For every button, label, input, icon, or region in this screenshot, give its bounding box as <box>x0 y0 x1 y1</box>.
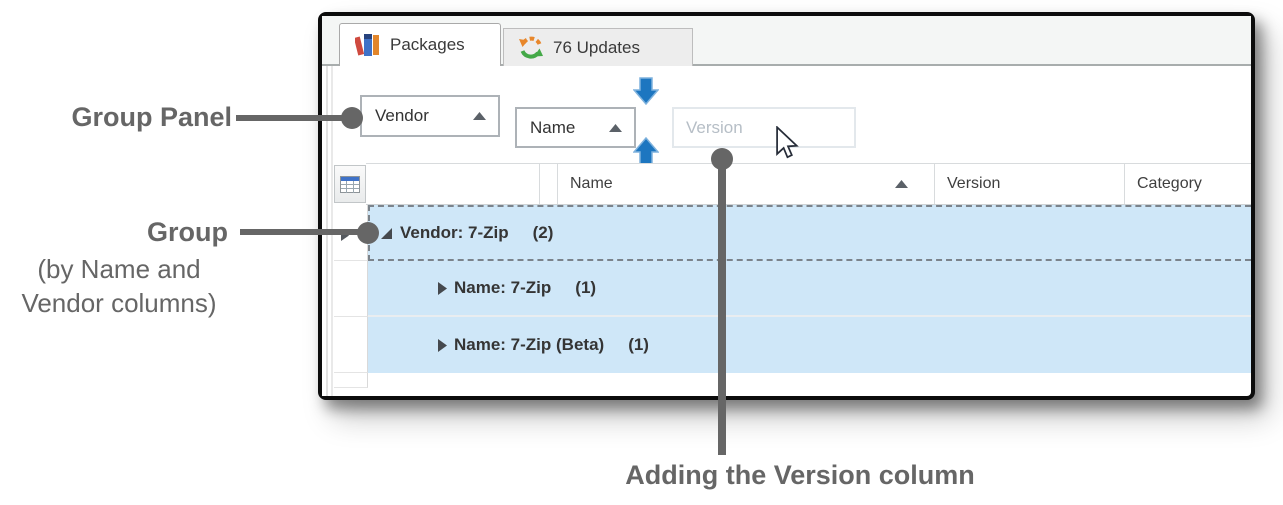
group-row-label: Name: 7-Zip (Beta) <box>454 335 605 354</box>
column-header-version[interactable]: Version <box>935 164 1125 204</box>
dragged-column-version[interactable]: Version <box>672 107 856 148</box>
group-row-count: (1) <box>628 335 649 354</box>
annotation-dot <box>357 222 379 244</box>
mouse-cursor-icon <box>776 126 799 159</box>
row-indicator-cell <box>334 317 368 373</box>
annotation-line <box>718 158 726 455</box>
tab-updates-label: 76 Updates <box>553 37 640 57</box>
annotation-group-subtext-line1: (by Name and <box>37 254 201 284</box>
sort-ascending-icon <box>609 123 622 132</box>
annotation-group-panel: Group Panel <box>71 102 232 132</box>
column-header-name[interactable]: Name <box>558 164 935 204</box>
grid-icon <box>340 175 360 193</box>
column-header-empty-1[interactable] <box>366 164 540 204</box>
annotation-dot <box>341 107 363 129</box>
drop-indicator-up-icon <box>633 137 659 165</box>
group-row-label: Name: 7-Zip <box>454 278 552 297</box>
annotation-group: Group <box>147 217 228 247</box>
annotation-line <box>240 229 368 235</box>
column-header-version-label: Version <box>947 175 1001 192</box>
sort-ascending-icon <box>473 112 486 120</box>
refresh-icon <box>519 36 543 58</box>
annotation-adding-version: Adding the Version column <box>625 460 975 490</box>
annotation-line <box>236 115 352 121</box>
group-row-label: Vendor: 7-Zip <box>400 223 509 242</box>
dragged-column-version-label: Version <box>686 117 743 137</box>
tab-packages-label: Packages <box>390 35 465 54</box>
column-header-category-label: Category <box>1137 175 1202 192</box>
column-header-row: Name Version Category <box>366 163 1251 205</box>
group-button-name-label: Name <box>530 117 576 137</box>
group-row-count: (1) <box>575 278 597 297</box>
column-chooser-button[interactable] <box>334 165 366 203</box>
group-button-vendor-label: Vendor <box>375 106 429 125</box>
annotation-dot <box>711 148 733 170</box>
column-header-name-label: Name <box>570 175 613 192</box>
group-row-name-7zip-beta[interactable]: Name: 7-Zip (Beta) (1) <box>334 317 1251 373</box>
group-row-count: (2) <box>532 223 554 242</box>
tab-updates[interactable]: 76 Updates <box>503 28 693 66</box>
books-icon <box>355 34 379 56</box>
group-row-name-7zip[interactable]: Name: 7-Zip (1) <box>334 261 1251 317</box>
group-row-vendor-7zip[interactable]: Vendor: 7-Zip (2) <box>334 205 1251 261</box>
group-expanded-icon[interactable] <box>380 227 393 240</box>
column-header-empty-2[interactable] <box>540 164 558 204</box>
tab-bar: Packages 76 Updates <box>322 16 1251 66</box>
annotation-group-subtext-line2: Vendor columns) <box>21 288 217 318</box>
empty-row <box>334 373 1251 388</box>
group-button-name[interactable]: Name <box>515 107 636 148</box>
row-indicator-cell <box>334 261 368 317</box>
sort-ascending-icon <box>895 180 908 188</box>
group-collapsed-icon[interactable] <box>438 338 447 352</box>
group-button-vendor[interactable]: Vendor <box>360 95 500 137</box>
annotation-group-subtext: (by Name and Vendor columns) <box>0 252 238 320</box>
app-window: Packages 76 Updates Vendor Name <box>318 12 1255 400</box>
column-header-category[interactable]: Category <box>1125 164 1243 204</box>
row-indicator-cell <box>334 373 368 388</box>
group-collapsed-icon[interactable] <box>438 281 447 295</box>
tab-packages[interactable]: Packages <box>339 23 501 66</box>
drop-indicator-down-icon <box>633 77 659 105</box>
